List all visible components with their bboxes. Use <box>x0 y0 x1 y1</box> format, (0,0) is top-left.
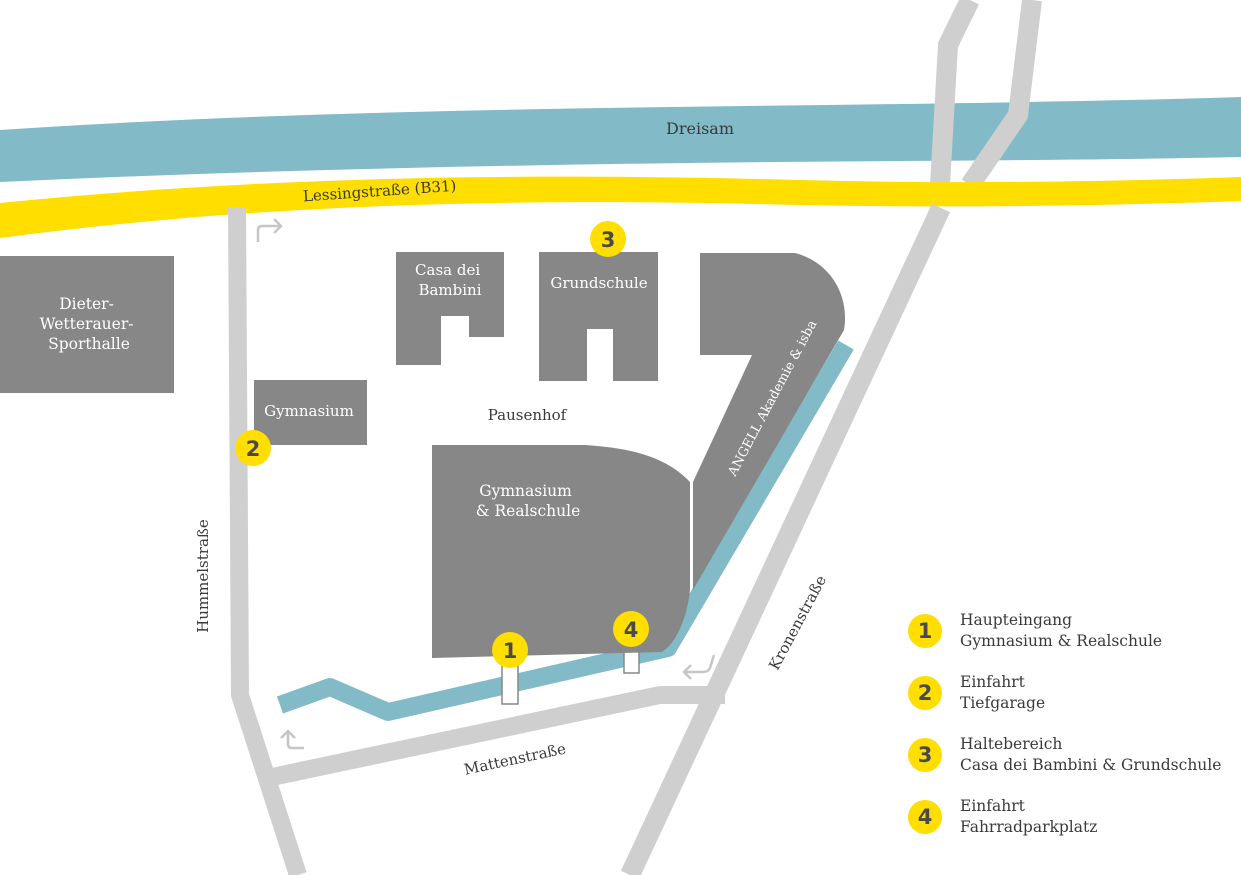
legend-line2: Gymnasium & Realschule <box>960 632 1163 650</box>
river-label: Dreisam <box>666 119 734 138</box>
mattenstrasse-road <box>270 686 725 786</box>
kronenstrasse-road <box>620 203 951 875</box>
legend-item-fahrradparkplatz: 4 Einfahrt Fahrradparkplatz <box>908 796 1238 858</box>
legend-line2: Fahrradparkplatz <box>960 818 1098 836</box>
turn-arrow-bottom-right <box>682 654 716 680</box>
legend-text: Einfahrt Fahrradparkplatz <box>960 796 1097 838</box>
bridge-road-left <box>930 0 979 186</box>
bridge-road-right <box>961 0 1042 191</box>
legend-line1: Einfahrt <box>960 673 1025 691</box>
marker-1: 1 <box>492 632 528 668</box>
marker-3: 3 <box>590 221 626 257</box>
marker-2: 2 <box>235 430 271 466</box>
legend-badge: 3 <box>908 738 942 772</box>
gymnasium-realschule-label: Gymnasium & Realschule <box>476 482 581 520</box>
legend-badge: 4 <box>908 800 942 834</box>
gymnasium-small-building <box>254 380 367 445</box>
marker-4: 4 <box>613 611 649 647</box>
svg-text:4: 4 <box>624 618 639 642</box>
entrance-bridge-1 <box>501 661 519 705</box>
legend-text: Haltebereich Casa dei Bambini & Grundsch… <box>960 734 1221 776</box>
turn-arrow-bottom-left <box>280 729 304 750</box>
legend-line1: Haltebereich <box>960 735 1063 753</box>
legend-line1: Einfahrt <box>960 797 1025 815</box>
angell-building <box>693 253 846 590</box>
legend-line1: Haupteingang <box>960 611 1073 629</box>
svg-text:3: 3 <box>601 228 616 252</box>
turn-arrow-top <box>256 218 283 242</box>
map-legend: 1 Haupteingang Gymnasium & Realschule 2 … <box>908 610 1238 858</box>
legend-line2: Casa dei Bambini & Grundschule <box>960 756 1222 774</box>
grundschule-building <box>539 252 658 381</box>
svg-text:1: 1 <box>503 639 518 663</box>
hummelstrasse-road <box>228 207 307 875</box>
canal <box>276 340 854 721</box>
gymnasium-small-label: Gymnasium <box>264 402 354 420</box>
legend-item-haupteingang: 1 Haupteingang Gymnasium & Realschule <box>908 610 1238 672</box>
legend-item-haltebereich: 3 Haltebereich Casa dei Bambini & Grunds… <box>908 734 1238 796</box>
legend-badge: 2 <box>908 676 942 710</box>
pausenhof-label: Pausenhof <box>488 406 568 424</box>
sporthalle-building <box>0 256 174 393</box>
legend-badge: 1 <box>908 614 942 648</box>
legend-item-tiefgarage: 2 Einfahrt Tiefgarage <box>908 672 1238 734</box>
legend-text: Einfahrt Tiefgarage <box>960 672 1045 714</box>
legend-text: Haupteingang Gymnasium & Realschule <box>960 610 1162 652</box>
mattenstrasse-label: Mattenstraße <box>462 740 567 779</box>
casa-building <box>396 252 504 365</box>
grundschule-label: Grundschule <box>550 274 647 292</box>
svg-text:2: 2 <box>246 437 261 461</box>
dreisam-river <box>0 97 1241 182</box>
gymnasium-realschule-building <box>432 445 690 658</box>
casa-label: Casa dei Bambini <box>415 261 485 299</box>
hummelstrasse-label: Hummelstraße <box>194 519 212 633</box>
lessingstrasse-road <box>0 176 1241 238</box>
legend-line2: Tiefgarage <box>960 694 1046 712</box>
sporthalle-label: Dieter- Wetterauer- Sporthalle <box>40 295 139 353</box>
